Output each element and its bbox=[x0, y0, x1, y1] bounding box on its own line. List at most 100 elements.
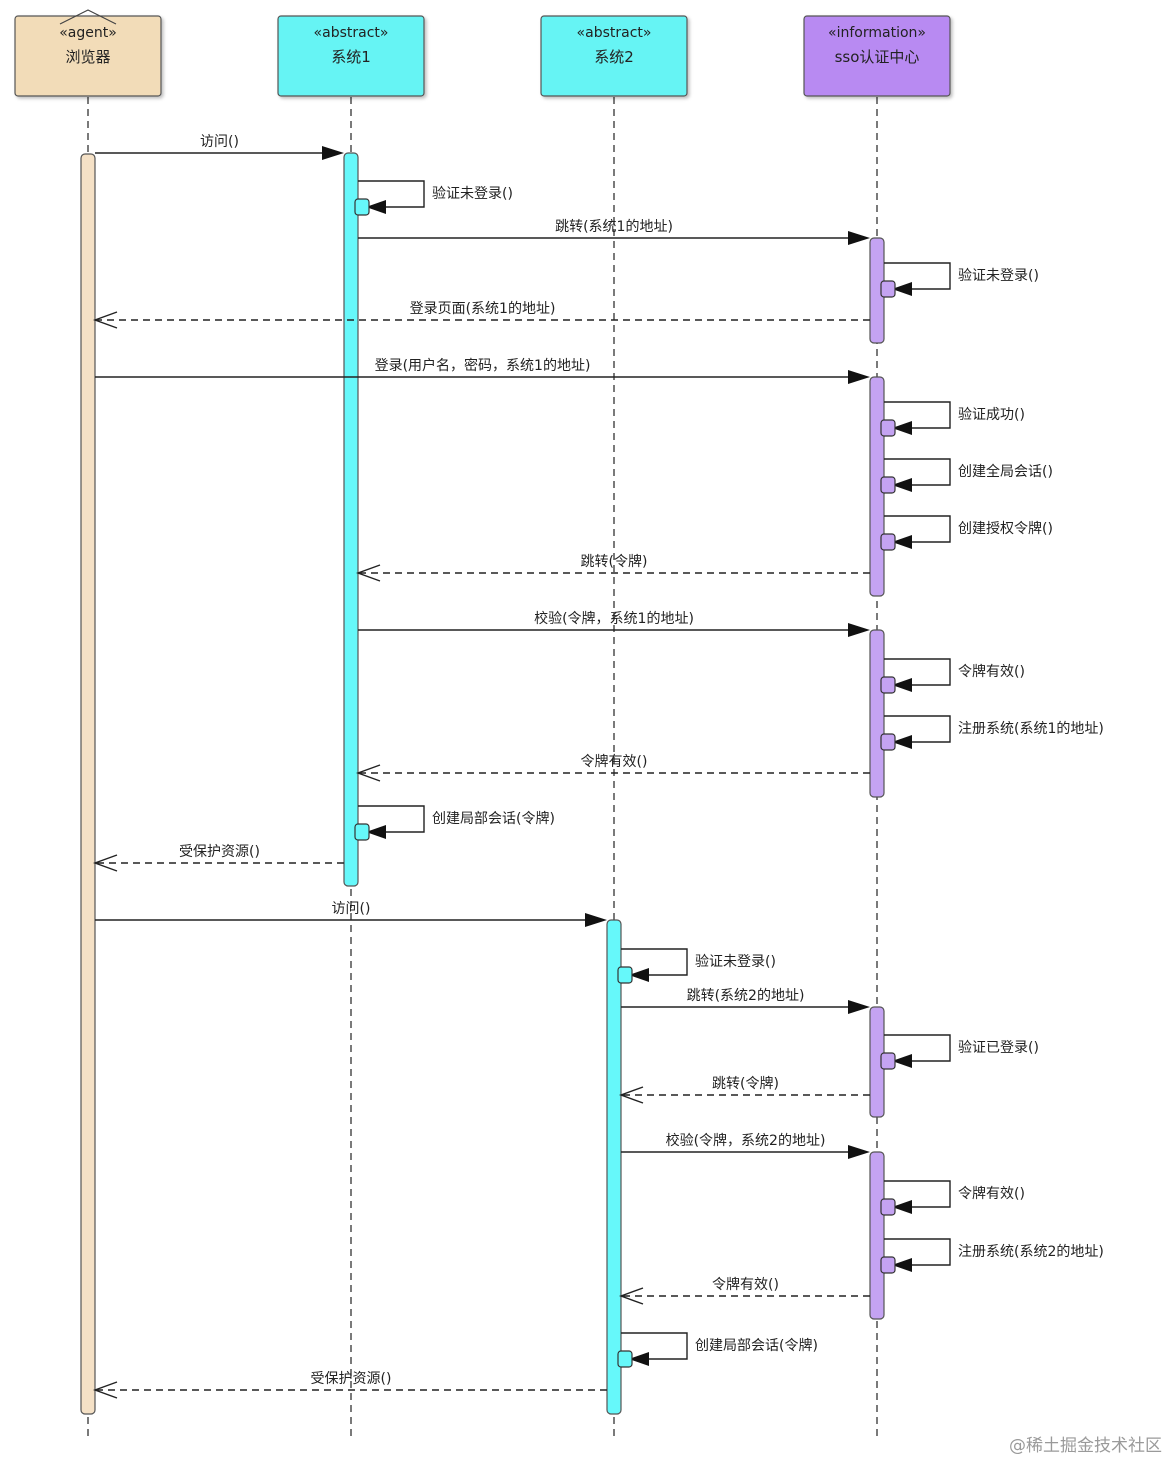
nested-activation bbox=[880, 476, 896, 494]
arrowhead-icon bbox=[629, 1352, 649, 1366]
watermark: @稀土掘金技术社区 bbox=[1009, 1436, 1162, 1456]
activation-sys1 bbox=[343, 152, 359, 887]
arrowhead-icon bbox=[892, 421, 912, 435]
nested-activation bbox=[880, 1052, 896, 1070]
open-arrowhead-icon bbox=[92, 854, 118, 872]
arrowhead-icon bbox=[892, 1054, 912, 1068]
self-message-label: 创建局部会话(令牌) bbox=[695, 1337, 818, 1354]
lifelines bbox=[87, 97, 878, 1440]
arrowhead-icon bbox=[848, 370, 870, 384]
self-message: 验证未登录() bbox=[354, 180, 513, 216]
nested-activation bbox=[880, 280, 896, 298]
self-message-line bbox=[884, 262, 951, 290]
self-message: 创建局部会话(令牌) bbox=[617, 1332, 818, 1368]
self-message: 创建局部会话(令牌) bbox=[354, 805, 555, 841]
nested-activation bbox=[880, 1198, 896, 1216]
self-message-line bbox=[884, 515, 951, 543]
return-message: 令牌有效() bbox=[355, 753, 870, 782]
self-message-label: 令牌有效() bbox=[958, 1185, 1025, 1202]
call-message: 校验(令牌，系统2的地址) bbox=[621, 1132, 870, 1159]
participant-stereotype: «agent» bbox=[59, 25, 117, 41]
self-message-label: 创建授权令牌() bbox=[958, 520, 1053, 537]
nested-activation bbox=[617, 966, 633, 984]
participant-sys1: «abstract» 系统1 bbox=[277, 15, 425, 97]
self-message-label: 令牌有效() bbox=[958, 663, 1025, 680]
self-message: 验证未登录() bbox=[617, 948, 776, 984]
arrowhead-icon bbox=[629, 968, 649, 982]
self-message-line bbox=[884, 401, 951, 429]
return-message: 令牌有效() bbox=[618, 1276, 870, 1305]
participant-browser: «agent» 浏览器 bbox=[14, 9, 162, 97]
arrowhead-icon bbox=[848, 623, 870, 637]
arrowhead-icon bbox=[848, 1145, 870, 1159]
arrowhead-icon bbox=[322, 146, 344, 160]
nested-activation bbox=[880, 1256, 896, 1274]
return-message: 跳转(令牌) bbox=[355, 553, 870, 582]
self-message: 注册系统(系统2的地址) bbox=[880, 1238, 1104, 1274]
participant-box-browser bbox=[14, 15, 162, 97]
message-label: 跳转(系统1的地址) bbox=[555, 219, 673, 235]
messages: 访问() 验证未登录() 跳转(系统1的地址) 验证未登录() 登录页面(系统1的地址)… bbox=[92, 134, 1104, 1399]
open-arrowhead-icon bbox=[92, 311, 118, 329]
call-message: 访问() bbox=[95, 901, 607, 927]
participant-name: 浏览器 bbox=[65, 48, 110, 66]
self-message-label: 验证未登录() bbox=[695, 954, 776, 970]
self-message-line bbox=[358, 180, 425, 208]
self-message-label: 创建全局会话() bbox=[958, 463, 1053, 480]
activation-sso bbox=[869, 629, 885, 798]
return-message: 登录页面(系统1的地址) bbox=[92, 301, 870, 329]
nested-activation bbox=[617, 1350, 633, 1368]
arrowhead-icon bbox=[892, 735, 912, 749]
self-message-line bbox=[621, 1332, 688, 1360]
nested-activation bbox=[354, 198, 370, 216]
arrowhead-icon bbox=[366, 200, 386, 214]
arrowhead-icon bbox=[848, 231, 870, 245]
participant-stereotype: «information» bbox=[828, 25, 926, 41]
message-label: 受保护资源() bbox=[179, 844, 260, 860]
self-message: 创建授权令牌() bbox=[880, 515, 1053, 551]
agent-icon bbox=[59, 9, 117, 25]
return-message: 受保护资源() bbox=[92, 844, 344, 872]
self-message-line bbox=[884, 658, 951, 686]
message-label: 令牌有效() bbox=[712, 1276, 779, 1293]
self-message: 验证成功() bbox=[880, 401, 1025, 437]
activation-sso bbox=[869, 1151, 885, 1320]
arrowhead-icon bbox=[585, 913, 607, 927]
arrowhead-icon bbox=[892, 535, 912, 549]
participant-box-sys1 bbox=[277, 15, 425, 97]
nested-activation bbox=[880, 533, 896, 551]
self-message: 令牌有效() bbox=[880, 658, 1025, 694]
self-message-label: 注册系统(系统1的地址) bbox=[958, 721, 1104, 737]
nested-activation bbox=[880, 419, 896, 437]
message-label: 跳转(系统2的地址) bbox=[687, 988, 805, 1004]
message-label: 跳转(令牌) bbox=[581, 553, 648, 570]
self-message-line bbox=[358, 805, 425, 833]
participant-name: 系统1 bbox=[331, 48, 371, 66]
arrowhead-icon bbox=[892, 1200, 912, 1214]
call-message: 访问() bbox=[95, 134, 344, 160]
message-label: 登录(用户名，密码，系统1的地址) bbox=[375, 357, 591, 374]
arrowhead-icon bbox=[892, 1258, 912, 1272]
self-message-label: 创建局部会话(令牌) bbox=[432, 810, 555, 827]
message-label: 校验(令牌，系统1的地址) bbox=[534, 610, 694, 627]
participant-box-sso bbox=[803, 15, 951, 97]
call-message: 校验(令牌，系统1的地址) bbox=[358, 610, 870, 637]
self-message: 创建全局会话() bbox=[880, 458, 1053, 494]
self-message: 验证未登录() bbox=[880, 262, 1039, 298]
self-message-line bbox=[884, 715, 951, 743]
self-message-line bbox=[884, 1034, 951, 1062]
arrowhead-icon bbox=[366, 825, 386, 839]
arrowhead-icon bbox=[892, 282, 912, 296]
arrowhead-icon bbox=[892, 478, 912, 492]
self-message: 验证已登录() bbox=[880, 1034, 1039, 1070]
participant-stereotype: «abstract» bbox=[314, 25, 389, 41]
self-message-line bbox=[884, 1180, 951, 1208]
activation-browser bbox=[80, 153, 96, 1415]
message-label: 登录页面(系统1的地址) bbox=[410, 301, 556, 317]
message-label: 跳转(令牌) bbox=[712, 1075, 779, 1092]
open-arrowhead-icon bbox=[92, 1381, 118, 1399]
self-message-line bbox=[884, 458, 951, 486]
message-label: 访问() bbox=[332, 901, 371, 917]
self-message: 令牌有效() bbox=[880, 1180, 1025, 1216]
